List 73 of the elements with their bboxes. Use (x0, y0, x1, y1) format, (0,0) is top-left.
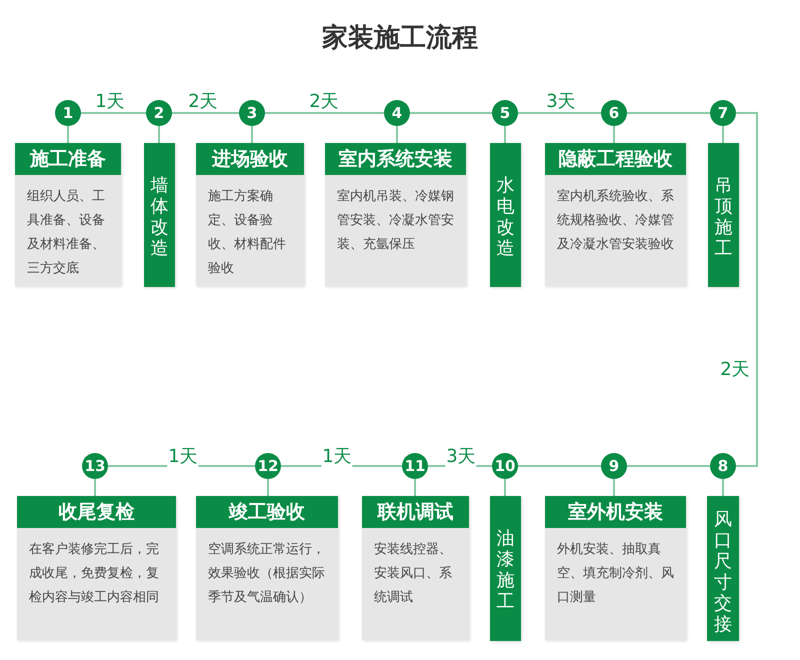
step-number-circle: 4 (384, 100, 410, 126)
step-number-circle: 7 (710, 100, 736, 126)
connector-line (627, 112, 710, 114)
description-text: 施工方案确定、设备验收、材料配件验收 (207, 188, 287, 278)
step-card (196, 496, 338, 640)
edge-label: 2天 (308, 92, 340, 112)
connector-line (94, 479, 96, 496)
step-number-circle: 1 (55, 100, 81, 126)
connector-line (736, 112, 758, 467)
connector-line (172, 112, 239, 114)
step-number-circle: 5 (492, 100, 518, 126)
connector-line (267, 479, 269, 496)
step-card (17, 496, 176, 640)
step-number-circle: 13 (82, 453, 108, 479)
step-bar: 墙体改造 (144, 143, 175, 287)
step-card (362, 496, 469, 640)
step-number-circle: 8 (710, 453, 736, 479)
connector-line (396, 126, 398, 143)
connector-line (518, 465, 601, 467)
step-number-circle: 3 (239, 100, 265, 126)
title: 家装施工流程 (321, 22, 479, 55)
connector-line (67, 126, 69, 143)
connector-line (414, 479, 416, 496)
description-text: 空调系统正常运行，效果验收（根据实际季节及气温确认） (207, 541, 326, 607)
edge-label: 3天 (545, 92, 577, 112)
heading-bar: 竣工验收 (196, 496, 338, 528)
connector-line (722, 126, 724, 143)
description-text: 组织人员、工具准备、设备及材料准备、三方交底 (26, 188, 106, 278)
heading-bar: 室外机安装 (545, 496, 686, 528)
connector-line (722, 479, 724, 496)
step-card (325, 143, 466, 286)
step-card (196, 143, 304, 286)
connector-line (265, 112, 384, 114)
edge-label: 2天 (187, 92, 219, 112)
heading-bar: 收尾复检 (17, 496, 176, 528)
connector-line (251, 126, 253, 143)
step-number-circle: 12 (255, 453, 281, 479)
description-text: 室内机系统验收、系统规格验收、冷媒管及冷凝水管安装验收 (556, 188, 675, 254)
edge-label: 2天 (719, 360, 751, 380)
edge-label: 3天 (445, 447, 477, 467)
step-number-circle: 6 (601, 100, 627, 126)
step-bar: 风口尺寸交接 (707, 496, 739, 641)
description-text: 安装线控器、安装风口、系统调试 (373, 541, 453, 607)
connector-line (613, 479, 615, 496)
step-card (545, 143, 686, 286)
description-text: 外机安装、抽取真空、填充制冷剂、风口测量 (556, 541, 675, 607)
edge-label: 1天 (321, 447, 353, 467)
description-text: 室内机吊装、冷媒钢管安装、冷凝水管安装、充氩保压 (336, 188, 455, 254)
connector-line (518, 112, 601, 114)
connector-line (410, 112, 492, 114)
edge-label: 1天 (167, 447, 199, 467)
heading-bar: 室内系统安装 (325, 143, 466, 175)
heading-bar: 施工准备 (15, 143, 121, 175)
edge-label: 1天 (94, 92, 126, 112)
step-bar: 吊顶施工 (708, 143, 739, 287)
heading-bar: 进场验收 (196, 143, 304, 175)
connector-line (627, 465, 710, 467)
step-card (15, 143, 121, 286)
connector-line (158, 126, 160, 143)
step-bar: 油漆施工 (490, 496, 521, 641)
connector-line (81, 112, 146, 114)
connector-line (613, 126, 615, 143)
step-number-circle: 9 (601, 453, 627, 479)
heading-bar: 联机调试 (362, 496, 469, 528)
step-card (545, 496, 686, 640)
step-number-circle: 11 (402, 453, 428, 479)
step-number-circle: 10 (492, 453, 518, 479)
connector-line (504, 479, 506, 496)
description-text: 在客户装修完工后，完成收尾，免费复检，复检内容与竣工内容相同 (28, 541, 160, 607)
connector-line (504, 126, 506, 143)
step-number-circle: 2 (146, 100, 172, 126)
heading-bar: 隐蔽工程验收 (545, 143, 686, 175)
step-bar: 水电改造 (490, 143, 521, 287)
